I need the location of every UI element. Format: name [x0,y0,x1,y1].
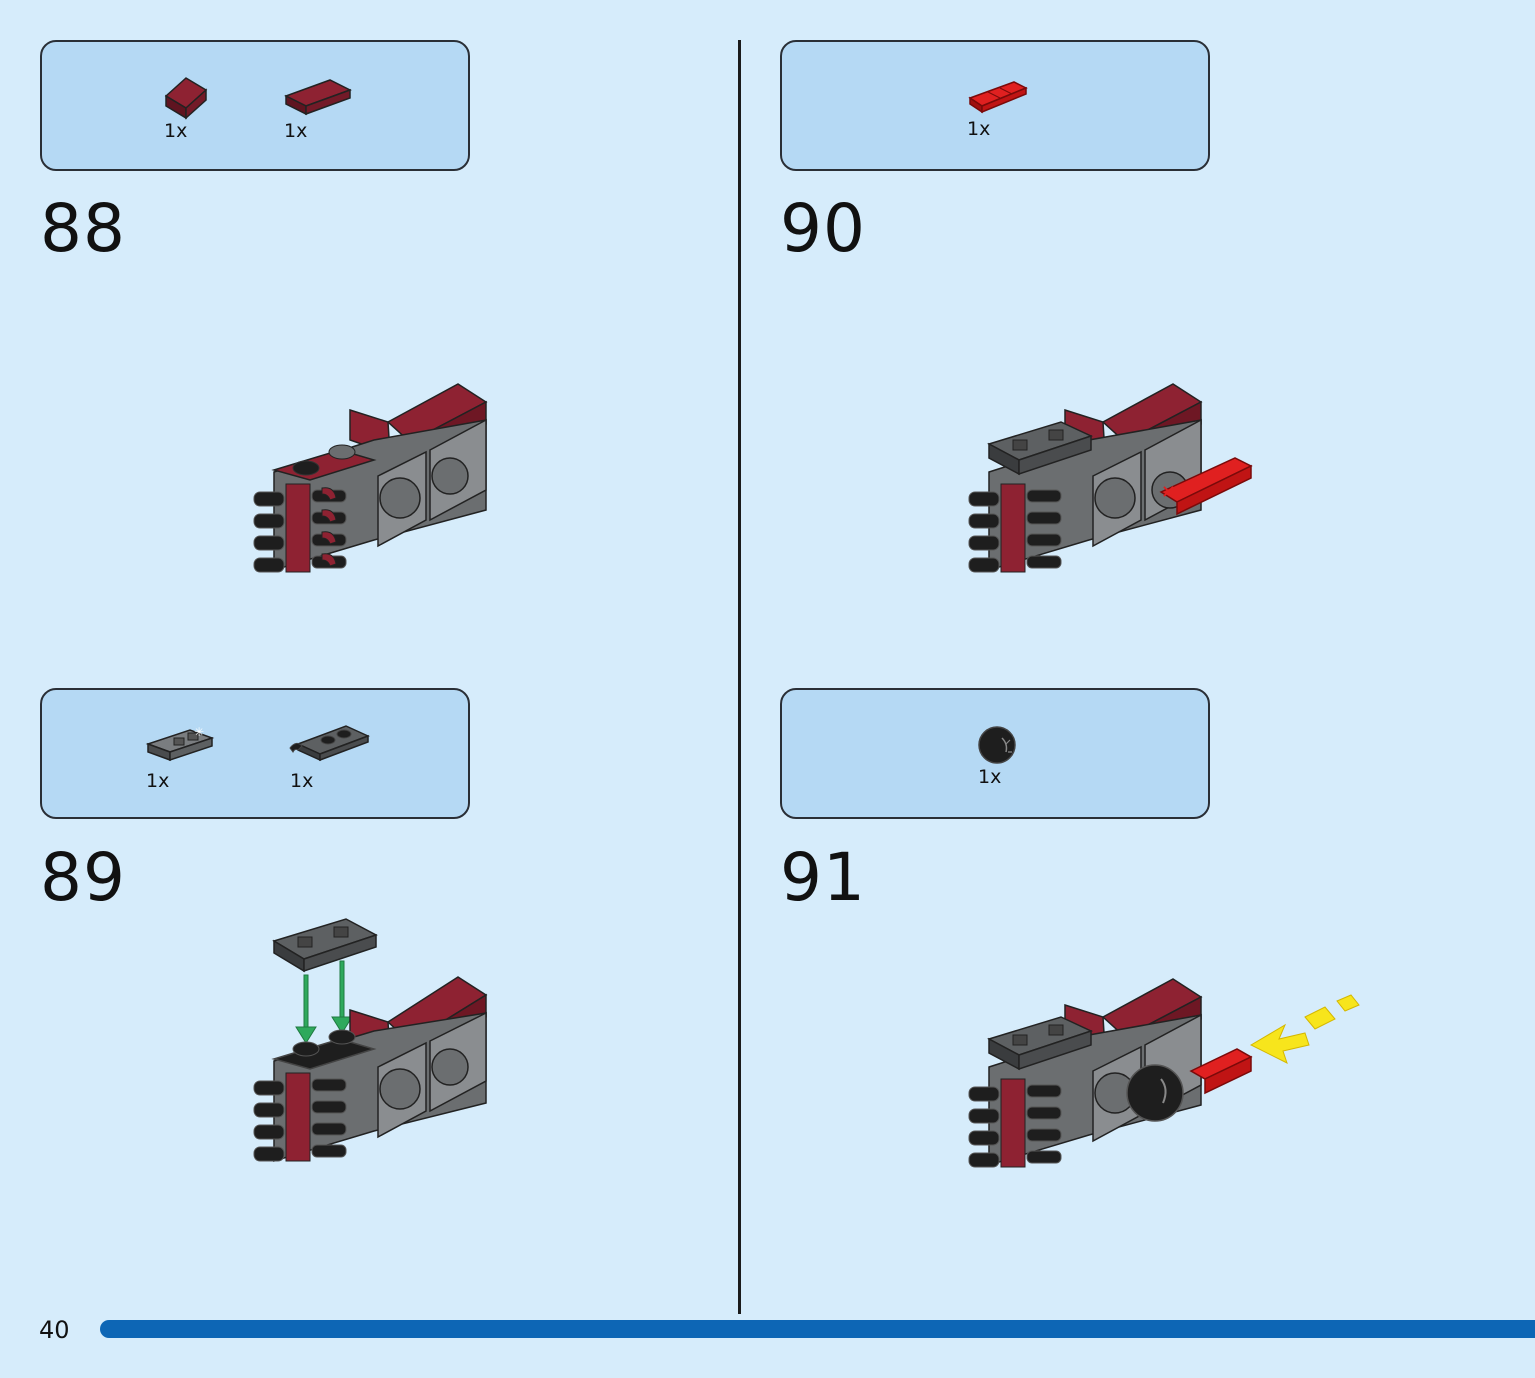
parts-box-step-91: 1x [780,688,1210,819]
step-number: 90 [780,190,866,267]
svg-text:✳: ✳ [194,725,204,739]
part-qty: 1x [290,770,314,792]
dark-red-slope-brick-icon [162,74,210,120]
red-axle-connector-icon [966,76,1030,116]
part-qty: 1x [164,120,188,142]
step-number: 89 [40,839,126,916]
step-88-model-illustration [250,380,490,594]
parts-box-step-90: 1x [780,40,1210,171]
part-qty: 1x [967,118,991,140]
part-qty: 1x [978,766,1002,788]
dark-grey-jumper-plate-icon: ✳ [144,724,216,766]
step-number: 91 [780,839,866,916]
part-qty: 1x [146,770,170,792]
page-number: 40 [39,1316,70,1344]
green-arrow-icon [295,960,353,1044]
dark-red-tile-icon [282,76,354,118]
step-number: 88 [40,190,126,267]
step-89-model-illustration [250,915,490,1189]
dark-grey-clip-plate-icon [288,720,372,764]
progress-bar [100,1320,1535,1338]
yellow-arrow-icon [1249,994,1360,1064]
parts-box-step-88: 1x 1x [40,40,470,171]
parts-box-step-89: ✳ 1x 1x [40,688,470,819]
column-divider [738,40,741,1314]
step-90-model-illustration: ✕ [965,380,1265,594]
svg-text:✕: ✕ [1161,482,1176,503]
part-qty: 1x [284,120,308,142]
black-ball-icon [976,724,1018,766]
step-91-model-illustration [965,975,1365,1189]
